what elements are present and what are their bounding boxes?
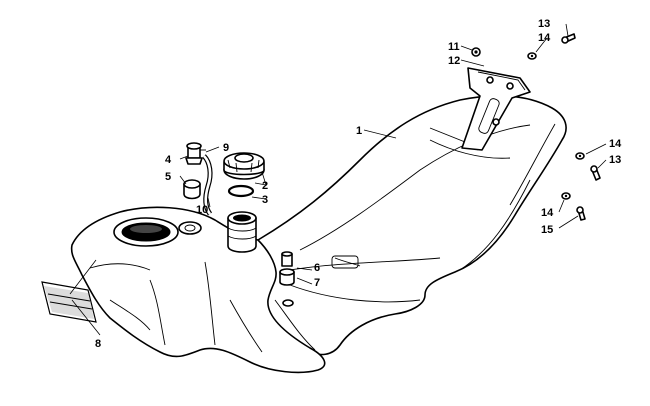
callout-4: 4 [165, 154, 172, 166]
fitting [281, 251, 293, 267]
screw-top [561, 33, 576, 44]
cap-gasket [227, 184, 255, 198]
callout-12: 12 [448, 55, 460, 67]
fitting-grommet [279, 268, 295, 286]
callout-13-top: 13 [538, 18, 550, 30]
callout-15: 15 [541, 224, 553, 236]
callout-8: 8 [95, 338, 101, 350]
decal [41, 281, 97, 323]
leader-lines [69, 23, 607, 336]
callout-10: 10 [196, 204, 208, 216]
screw-lower [576, 206, 586, 221]
callout-5: 5 [165, 171, 171, 183]
mounting-bracket [461, 67, 531, 151]
vent-hose [202, 154, 213, 216]
nut [471, 47, 481, 57]
callout-1: 1 [356, 125, 362, 137]
callout-14-top: 14 [538, 32, 551, 44]
fuel-neck [227, 211, 257, 253]
callout-11: 11 [448, 41, 460, 53]
washer-lower [561, 192, 571, 200]
callout-2: 2 [262, 180, 268, 192]
callout-14-right: 14 [609, 138, 622, 150]
fuel-tank-body [70, 95, 567, 374]
vent-valve [185, 142, 206, 165]
callout-13-right: 13 [609, 154, 621, 166]
callout-3: 3 [262, 194, 268, 206]
callout-7: 7 [314, 277, 320, 289]
grommet [183, 179, 201, 200]
callout-6: 6 [314, 262, 320, 274]
washer-right [575, 152, 585, 160]
callout-14-lower: 14 [541, 207, 554, 219]
callout-9: 9 [223, 142, 229, 154]
washer-top [527, 52, 537, 60]
filler-cap [223, 152, 265, 180]
screw-right [590, 165, 601, 181]
